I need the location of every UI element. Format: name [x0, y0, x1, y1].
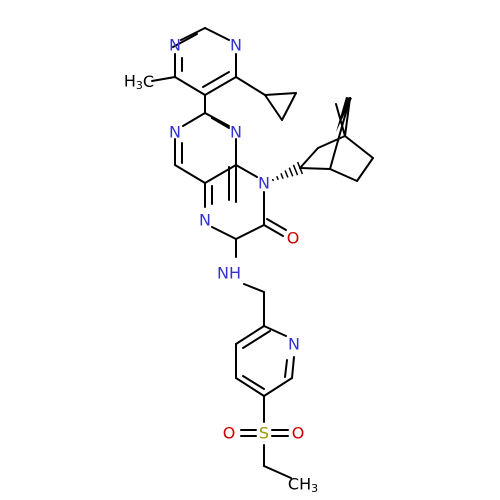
bond-line [174, 76, 206, 96]
atom-n-pyridine: N [288, 335, 300, 354]
atom-methyl-h3c: H3C [124, 72, 154, 92]
atom-o-carbonyl: O [287, 229, 300, 248]
bond-line [284, 359, 288, 378]
bond-line [211, 117, 230, 129]
bond-line [281, 92, 297, 121]
bond-lines [151, 27, 374, 479]
atom-o-sulfonyl-1: O [223, 424, 236, 443]
hashed-wedge-segment [288, 167, 294, 177]
bond-line [151, 76, 176, 82]
bond-line [263, 377, 293, 397]
bond-line [263, 465, 292, 479]
atom-n-pteridine-4: N [199, 211, 211, 230]
atom-nh-amine: NH [217, 264, 241, 283]
bond-line [235, 164, 258, 178]
bond-line [344, 135, 374, 159]
atom-n-pteridine-2: N [230, 123, 242, 142]
bond-line [264, 94, 283, 121]
bond-line [291, 356, 295, 379]
bond-line [299, 167, 331, 170]
atom-labels: N N H3C N N N N O NH N S O O CH3 [124, 36, 318, 495]
atom-n-pteridine-1: N [169, 123, 181, 142]
bond-line [211, 226, 237, 240]
bond-line [329, 168, 358, 182]
atom-n-pyrimidine-2: N [230, 36, 242, 55]
atom-n-pyrimidine-1: N [169, 36, 181, 55]
bond-line [202, 71, 230, 88]
hashed-wedge-segment [292, 164, 299, 176]
bond-line [263, 224, 284, 237]
bond-line [235, 325, 265, 345]
bond-line [264, 92, 297, 96]
bond-line [243, 283, 265, 293]
bond-line [317, 135, 346, 149]
hashed-wedge-segment [284, 170, 289, 178]
bond-line [204, 164, 237, 184]
bond-line [182, 112, 206, 127]
bond-line [204, 27, 230, 41]
atom-n-pteridine-3: N [258, 174, 270, 193]
bond-line [235, 377, 265, 397]
bond-line [356, 157, 374, 182]
hashed-wedge-segment [276, 175, 279, 181]
bond-line [204, 76, 237, 96]
bond-line [299, 147, 319, 169]
bond-line [180, 27, 206, 41]
hashed-wedge-segment [271, 178, 275, 182]
bond-line [263, 325, 287, 337]
bond-line [235, 76, 266, 96]
hashed-wedge-segment [280, 173, 284, 179]
bond-line [204, 112, 230, 127]
bond-line [266, 218, 287, 231]
bond-line [329, 97, 351, 170]
bond-line [172, 33, 198, 48]
hashed-wedge-segment [296, 161, 304, 175]
bond-line [242, 330, 271, 349]
atom-o-sulfonyl-2: O [292, 424, 305, 443]
bond-line [242, 375, 265, 390]
bond-line [235, 224, 265, 240]
atom-s-sulfonyl: S [259, 424, 269, 443]
bond-line [174, 164, 206, 184]
bold-wedge-bond [336, 97, 352, 132]
atom-ch3-ethyl: CH3 [288, 475, 318, 495]
